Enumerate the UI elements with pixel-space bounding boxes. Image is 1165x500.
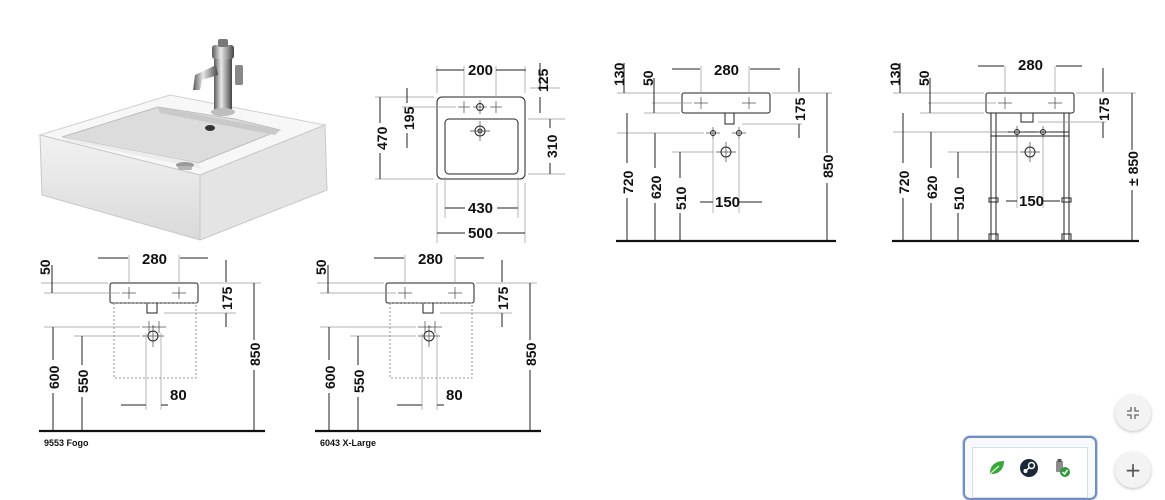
- collapse-icon: [1127, 407, 1139, 419]
- dim-xlarge-waste-offset: 80: [446, 387, 463, 404]
- dim-front1-tap-height: 50: [640, 70, 656, 86]
- dim-top-back-offset: 125: [535, 68, 551, 92]
- system-tray-flyout: [963, 436, 1097, 500]
- dim-front2-waste-height: 620: [924, 175, 940, 199]
- dim-top-depth: 470: [374, 126, 390, 150]
- top-view-drawing: 200 125 470 195 310 430 500: [374, 62, 565, 243]
- dim-fogo-tap-spacing: 280: [142, 251, 167, 268]
- dim-fogo-tap-height: 50: [37, 259, 53, 275]
- xlarge-view-drawing: 280 50 175 850 600 550 80: [313, 251, 541, 433]
- dim-front1-tap-spacing: 280: [714, 62, 739, 79]
- front-view-wall-drawing: 280 130 50 175 850 720 620 510 150: [612, 62, 836, 243]
- dim-front2-rim-floor: 720: [896, 170, 912, 194]
- dim-xlarge-tap-height: 50: [313, 259, 329, 275]
- dim-front1-waste-spacing: 150: [715, 194, 740, 211]
- dim-front2-supply-height: 510: [951, 186, 967, 210]
- dim-top-width: 500: [468, 225, 493, 242]
- dim-top-front-to-tap: 195: [401, 106, 417, 130]
- dim-front2-rim-height: ± 850: [1125, 151, 1141, 186]
- add-button[interactable]: +: [1115, 452, 1151, 488]
- dim-fogo-rim-height: 850: [247, 342, 263, 366]
- collapse-button[interactable]: [1115, 395, 1151, 431]
- dim-front2-tap-spacing: 280: [1018, 58, 1043, 74]
- steam-icon[interactable]: [1019, 458, 1039, 478]
- dim-front1-supply-height: 510: [673, 186, 689, 210]
- front-view-console-drawing: 280 130 50 175 ± 850 720 620 510 150: [888, 58, 1141, 243]
- dim-xlarge-basin-height: 175: [495, 286, 511, 310]
- dim-top-tap-spacing: 200: [468, 62, 493, 79]
- dim-front1-rim-floor: 720: [620, 170, 636, 194]
- caption-xlarge: 6043 X-Large: [320, 438, 377, 448]
- dim-fogo-waste-height: 550: [75, 369, 91, 393]
- dim-front1-top-gap: 130: [612, 62, 627, 86]
- dim-top-bowl-width: 430: [468, 200, 493, 217]
- dim-front2-waste-spacing: 150: [1019, 193, 1044, 210]
- dim-fogo-waste-offset: 80: [170, 387, 187, 404]
- leaf-icon[interactable]: [987, 458, 1007, 478]
- plus-icon: +: [1124, 458, 1142, 482]
- dim-top-bowl-depth: 310: [544, 134, 560, 158]
- dim-xlarge-waste-height: 550: [351, 369, 367, 393]
- dim-front1-rim-height: 850: [820, 154, 836, 178]
- dim-fogo-basin-height: 175: [219, 286, 235, 310]
- dim-front2-tap-height: 50: [916, 70, 932, 86]
- dim-front1-basin-height: 175: [792, 97, 808, 121]
- dim-fogo-supply-height: 600: [46, 365, 62, 389]
- dim-xlarge-rim-height: 850: [523, 342, 539, 366]
- product-photo: [38, 39, 328, 241]
- dim-xlarge-supply-height: 600: [322, 365, 338, 389]
- usb-safe-remove-icon[interactable]: [1051, 458, 1071, 478]
- dim-front2-top-gap: 130: [888, 62, 903, 86]
- dim-front1-waste-height: 620: [648, 175, 664, 199]
- dim-xlarge-tap-spacing: 280: [418, 251, 443, 268]
- fogo-view-drawing: 280 50 175 850 600 550 80: [37, 251, 265, 433]
- dim-front2-basin-height: 175: [1096, 97, 1112, 121]
- caption-fogo: 9553 Fogo: [44, 438, 89, 448]
